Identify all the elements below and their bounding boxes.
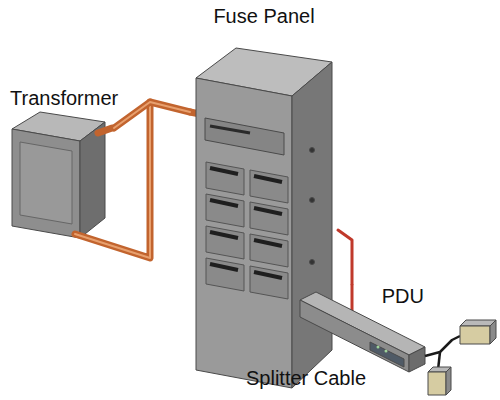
fuse-module (206, 258, 244, 291)
part-label: Splitter Cable (246, 366, 366, 390)
slot-handle (210, 126, 250, 133)
fuse-module (206, 162, 244, 195)
side-hole (310, 260, 315, 265)
fuse-module (250, 170, 288, 203)
plug-front (428, 372, 446, 395)
transformer-unit: Transformer (6, 86, 114, 240)
splitter-wire (425, 336, 460, 356)
side-hole (310, 198, 315, 203)
pdu-display (370, 342, 404, 367)
copper-pipe (75, 102, 200, 258)
fuse-handle (254, 176, 282, 182)
pdu-front (300, 300, 409, 372)
transformer-side (80, 122, 105, 238)
pdu-unit: PDU (340, 284, 430, 364)
splitter-cable-drawing (425, 320, 496, 395)
transformer-front (12, 129, 80, 238)
fuse-panel-drawing (196, 48, 332, 388)
pdu-led (385, 350, 388, 353)
plug-side (446, 367, 451, 395)
fuse-handle (210, 168, 238, 174)
cabinet-side (292, 62, 332, 388)
fuse-handle (254, 208, 282, 214)
power-cable (338, 230, 352, 284)
fuse-module (206, 226, 244, 259)
pdu-drawing (300, 284, 425, 372)
cabinet-slot (205, 118, 284, 155)
node-label: Fuse Panel (192, 4, 336, 28)
fuse-module (206, 194, 244, 227)
fuse-handle (210, 232, 238, 238)
fuse-panel-cabinet: Fuse Panel (190, 4, 338, 390)
transformer-drawing (12, 112, 105, 238)
cabinet-front (196, 78, 292, 388)
fuse-handle (210, 200, 238, 206)
plug-front (460, 326, 490, 344)
fuse-handle (210, 264, 238, 270)
node-label: Transformer (10, 86, 110, 110)
fuse-module (250, 202, 288, 235)
fuse-handle (254, 240, 282, 246)
pdu-led (377, 346, 380, 349)
pdu-end (409, 347, 425, 372)
fuse-module (250, 234, 288, 267)
side-hole (310, 148, 315, 153)
pipe-stub (98, 128, 112, 133)
fuse-module (250, 266, 288, 299)
pipe-highlight (114, 102, 190, 128)
plug-side (490, 320, 496, 344)
copper-pipe (114, 102, 190, 128)
transformer-panel (20, 142, 72, 224)
fuse-handle (254, 272, 282, 278)
node-label: PDU (346, 284, 424, 308)
